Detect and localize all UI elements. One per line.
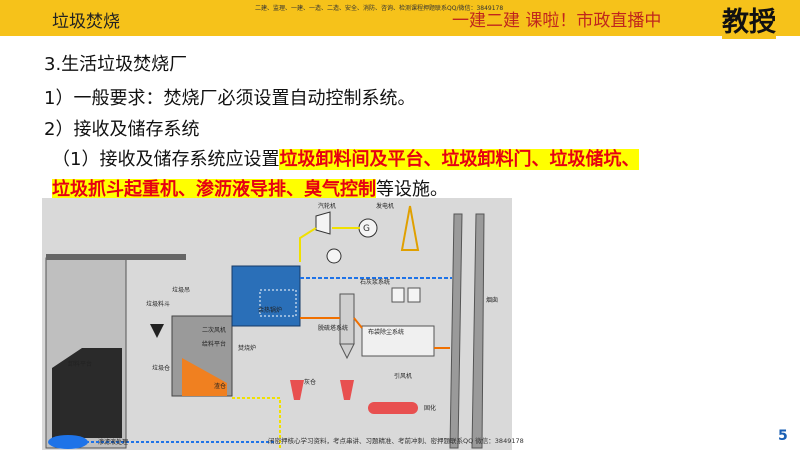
turbine-icon (315, 211, 331, 235)
item-general: 1）一般要求：焚烧厂必须设置自动控制系统。 (44, 88, 416, 109)
header-bar (0, 0, 800, 36)
label-lime: 石灰浆系统 (360, 278, 390, 286)
highlight-text-1: 垃圾卸料间及平台、垃圾卸料门、垃圾储坑、 (279, 149, 640, 170)
crane-rail (46, 254, 186, 260)
page-number: 5 (778, 428, 788, 444)
label-generator: 发电机 (376, 202, 394, 210)
section-title: 3.生活垃圾焚烧厂 (44, 54, 188, 75)
label-turbine: 汽轮机 (318, 202, 336, 210)
grab-bucket-icon (150, 324, 164, 338)
detail-prefix: （1）接收及储存系统应设置 (52, 149, 280, 170)
item-receiving: 2）接收及储存系统 (44, 119, 200, 140)
slag-pipe (232, 397, 281, 448)
solidification-unit (368, 402, 418, 414)
label-fan: 引风机 (394, 372, 412, 380)
label-unload: 卸料平台 (68, 360, 92, 368)
item-receiving-detail-2: 垃圾抓斗起重机、渗沥液导排、臭气控制等设施。 (52, 175, 448, 201)
baghouse-filter (361, 325, 435, 357)
label-ash: 灰仓 (304, 378, 316, 386)
top-watermark: 二建、监理、一建、一造、二造、安全、消防、咨询、检测课程押题联系QQ/微信：38… (255, 5, 504, 12)
steam-pipe (299, 227, 360, 262)
label-air: 二次风机 (202, 326, 226, 334)
chimney-2 (471, 213, 485, 449)
leachate-tank (48, 435, 88, 449)
label-leach: 渗滤液处理 (98, 438, 128, 446)
furnace-grate (182, 358, 227, 396)
chimney-1 (449, 213, 463, 449)
bottom-watermark: 闭密押核心学习资料，考点串讲、习题精准、考前冲刺、密押题联系QQ 微信：3849… (268, 437, 524, 445)
condenser-icon (326, 248, 342, 264)
page-title: 垃圾焚烧 (52, 12, 120, 32)
power-tower-icon (400, 205, 420, 251)
desulfurization-tower (339, 293, 355, 345)
incineration-process-diagram: G 汽轮机 发电机 垃圾吊 烟囱 石灰浆系统 脱硫塔系统 布袋除尘系统 引风机 … (42, 198, 512, 450)
item-receiving-detail-1: （1）接收及储存系统应设置垃圾卸料间及平台、垃圾卸料门、垃圾储坑、 (52, 145, 640, 171)
brand-logo: 教授 (722, 0, 776, 39)
lime-silo-1 (391, 287, 405, 303)
lime-silo-2 (407, 287, 421, 303)
label-crane: 垃圾吊 (172, 286, 190, 294)
ash-silo-1 (290, 380, 304, 400)
garbage-pile (52, 348, 122, 438)
label-desulf: 脱硫塔系统 (318, 324, 348, 332)
boiler-tubes (259, 289, 297, 317)
label-hopper: 垃圾料斗 (146, 300, 170, 308)
svg-text:G: G (363, 224, 370, 234)
flue-gas-pipe (300, 317, 450, 349)
label-chimney: 烟囱 (486, 296, 498, 304)
promo-banner: 一建二建 课啦！市政直播中 (452, 11, 662, 31)
label-solid: 固化 (424, 404, 436, 412)
label-incin: 焚烧炉 (238, 344, 256, 352)
detail-suffix: 等设施。 (376, 179, 448, 200)
label-boiler: 余热锅炉 (258, 306, 282, 314)
highlight-text-2: 垃圾抓斗起重机、渗沥液导排、臭气控制 (52, 179, 376, 200)
ash-silo-2 (340, 380, 354, 400)
label-pit: 垃圾仓 (152, 364, 170, 372)
label-slag: 渣仓 (214, 382, 226, 390)
waste-heat-boiler (231, 265, 301, 327)
label-dust: 布袋除尘系统 (368, 328, 404, 336)
label-feed: 给料平台 (202, 340, 226, 348)
